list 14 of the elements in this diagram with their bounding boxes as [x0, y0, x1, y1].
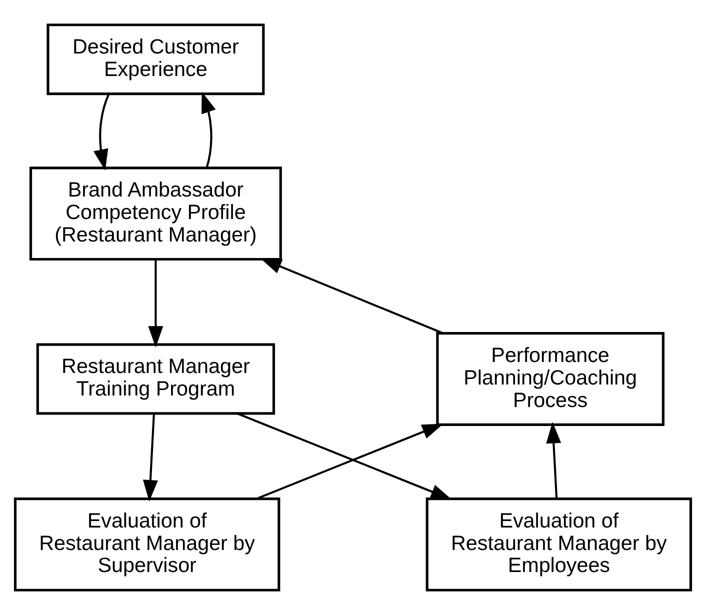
node-box: Evaluation of Restaurant Manager by Employees	[426, 496, 692, 591]
node-box: Desired Customer Experience	[46, 23, 265, 95]
arrow	[256, 423, 444, 500]
arrow	[148, 259, 164, 348]
arrow	[93, 94, 110, 170]
arrow	[236, 412, 452, 500]
arrow	[142, 412, 158, 501]
arrow	[546, 421, 562, 498]
node-box: Evaluation of Restaurant Manager by Supervisor	[14, 496, 280, 591]
node-box: Brand Ambassador Competency Profile (Restaurant Manager)	[29, 166, 282, 260]
arrow	[202, 91, 216, 168]
node-box: Restaurant Manager Training Program	[36, 342, 276, 414]
node-box: Performance Planning/Coaching Process	[436, 332, 664, 426]
arrow	[260, 258, 444, 334]
